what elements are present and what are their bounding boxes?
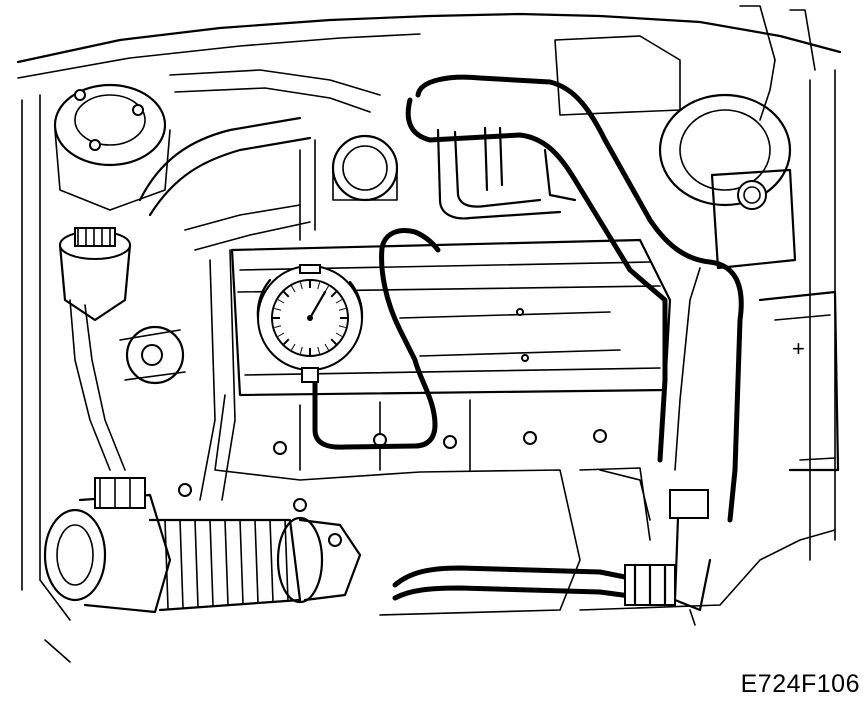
gauge-needle	[308, 290, 327, 320]
gauge-tick	[299, 282, 303, 290]
brake-booster	[658, 59, 792, 207]
gauge-tick	[330, 338, 337, 345]
lower-hose	[392, 565, 633, 601]
gauge-tick	[338, 307, 346, 311]
battery-plus-sign: +	[792, 336, 805, 361]
gauge-tick	[274, 325, 282, 329]
intake-bellows	[148, 516, 362, 612]
brake-fluid-reservoir	[710, 168, 797, 270]
intake-pipes-left	[138, 69, 381, 501]
gauge-tick	[274, 307, 282, 311]
gauge-tick	[324, 285, 329, 293]
gauge-tick	[277, 299, 285, 304]
figure-code: E724F106	[740, 670, 860, 698]
battery	[758, 290, 840, 472]
gauge-tick	[317, 346, 321, 354]
pressure-gauge-icon	[256, 264, 364, 383]
air-mass-meter	[43, 477, 172, 614]
gauge-tick	[324, 343, 329, 351]
strut-tower-left	[53, 83, 171, 211]
gauge-tick	[283, 338, 290, 345]
small-hoses	[436, 35, 681, 220]
expansion-tank-cap	[58, 227, 132, 471]
test-gauge-hose	[312, 228, 441, 450]
gauge-tick	[330, 291, 337, 298]
gauge-tick	[338, 325, 346, 329]
gauge-tick	[317, 282, 321, 290]
engine-block	[178, 394, 651, 616]
battery-plus-terminal-icon: +	[792, 336, 805, 361]
gauge-tick	[299, 346, 303, 354]
gauge-tick	[291, 285, 296, 293]
engine-mount-left	[119, 325, 186, 385]
gauge-tick	[291, 343, 296, 351]
gauge-tick	[283, 291, 290, 298]
upper-hose	[405, 74, 744, 523]
lower-right-structure	[579, 469, 836, 611]
gauge-tick	[335, 332, 343, 337]
hood-outline	[16, 5, 842, 663]
oil-filler-cap	[299, 134, 399, 241]
gauge-tick	[277, 332, 285, 337]
hose-coupling	[624, 489, 712, 626]
gauge-tick	[335, 299, 343, 304]
